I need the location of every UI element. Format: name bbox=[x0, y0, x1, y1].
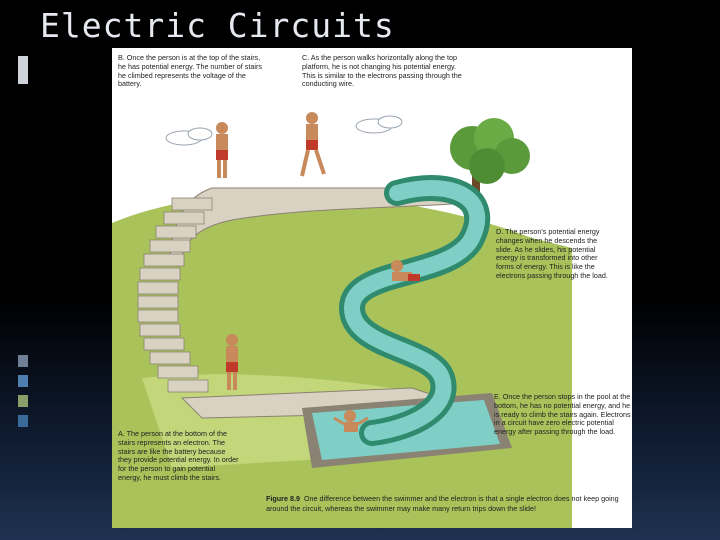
tree-icon bbox=[450, 118, 530, 203]
figure-caption-text: One difference between the swimmer and t… bbox=[266, 494, 619, 513]
caption-c: C. As the person walks horizontally alon… bbox=[302, 53, 462, 89]
figure-label: Figure 8.9 bbox=[266, 494, 300, 503]
circuit-analogy-figure: B. Once the person is at the top of the … bbox=[112, 48, 632, 528]
accent-bar bbox=[18, 415, 28, 427]
person-top-stairs-icon bbox=[216, 122, 228, 178]
stairs bbox=[137, 197, 213, 393]
cloud-icon bbox=[165, 127, 213, 146]
accent-bar bbox=[18, 355, 28, 367]
person-bottom-stairs-icon bbox=[226, 334, 238, 390]
caption-e: E. Once the person stops in the pool at … bbox=[494, 392, 631, 437]
caption-a: A. The person at the bottom of the stair… bbox=[118, 429, 239, 482]
caption-b: B. Once the person is at the top of the … bbox=[118, 53, 262, 89]
water-slide bbox=[338, 175, 491, 446]
caption-d: D. The person's potential energy changes… bbox=[496, 227, 608, 280]
slide-title: Electric Circuits bbox=[40, 6, 395, 45]
accent-bar bbox=[18, 395, 28, 407]
person-walking-icon bbox=[300, 112, 326, 177]
person-sliding-icon bbox=[391, 260, 420, 281]
accent-bar bbox=[18, 375, 28, 387]
accent-bar-top bbox=[18, 56, 28, 84]
person-swimming-icon bbox=[333, 410, 369, 432]
cloud-icon bbox=[355, 115, 403, 134]
water-slide-illustration bbox=[112, 112, 572, 528]
